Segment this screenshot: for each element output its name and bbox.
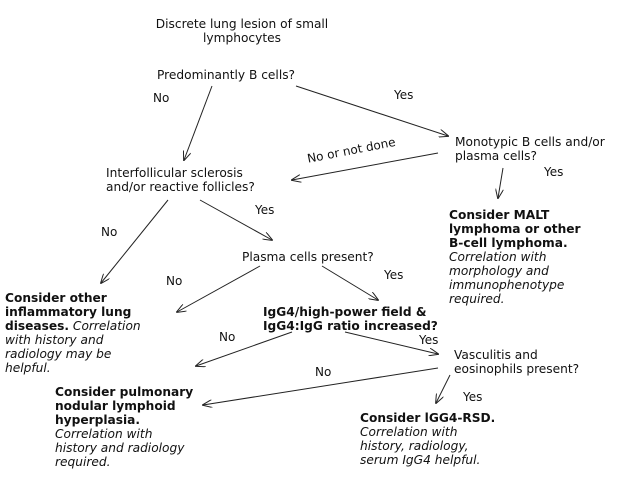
- node-pulmonary-bold-2: nodular lymphoid: [55, 399, 176, 413]
- label-vasculitis-no: No: [315, 365, 332, 379]
- node-other-italic-3: helpful.: [5, 361, 51, 375]
- node-vasculitis-line-1: Vasculitis and: [454, 348, 538, 362]
- arrow-plasma-yes: [321, 265, 378, 300]
- label-monotypic-yes: Yes: [544, 165, 564, 179]
- node-plasma: Plasma cells present?: [242, 250, 374, 264]
- node-other-mixed-bold: diseases.: [5, 319, 70, 333]
- node-rsd-italic-1: Correlation with: [360, 425, 458, 439]
- node-interfollicular-line-1: Interfollicular sclerosis: [106, 166, 243, 180]
- arrow-monotypic-no: [292, 152, 439, 180]
- node-monotypic: Monotypic B cells and/or plasma cells?: [455, 135, 605, 163]
- arrow-vasculitis-yes: [436, 374, 451, 403]
- arrow-vasculitis-no: [203, 367, 439, 405]
- node-start: Discrete lung lesion of small lymphocyte…: [132, 17, 352, 45]
- node-other-mixed-line: diseases. Correlation: [5, 319, 141, 333]
- node-malt-bold-1: Consider MALT: [449, 208, 550, 222]
- label-vasculitis-yes: Yes: [463, 390, 483, 404]
- arrow-igg4-no: [196, 331, 293, 366]
- node-other-mixed-italic: Correlation: [69, 319, 141, 333]
- node-rsd-italic-3: serum IgG4 helpful.: [360, 453, 481, 467]
- node-vasculitis: Vasculitis and eosinophils present?: [454, 348, 579, 376]
- node-malt-italic-1: Correlation with: [449, 250, 547, 264]
- node-malt-italic-2: morphology and: [449, 264, 549, 278]
- node-other-italic-1: with history and: [5, 333, 104, 347]
- arrow-bcells-no: [184, 85, 213, 160]
- node-igg4-line-2: IgG4:IgG ratio increased?: [263, 319, 438, 333]
- node-malt-bold-2: lymphoma or other: [449, 222, 581, 236]
- node-start-line-1: Discrete lung lesion of small: [155, 17, 329, 31]
- node-pulmonary-bold-1: Consider pulmonary: [55, 385, 194, 399]
- label-plasma-yes: Yes: [384, 268, 404, 282]
- arrow-bcells-yes: [295, 85, 448, 136]
- label-interfollicular-no: No: [101, 225, 118, 239]
- arrow-interfollicular-yes: [199, 199, 272, 240]
- node-vasculitis-line-2: eosinophils present?: [454, 362, 580, 376]
- node-pulmonary-italic-1: Correlation with: [55, 427, 153, 441]
- node-other-inflammatory: Consider other inflammatory lung disease…: [5, 291, 141, 375]
- node-start-line-2: lymphocytes: [203, 31, 281, 45]
- node-malt-italic-4: required.: [449, 292, 505, 306]
- label-interfollicular-yes: Yes: [255, 203, 275, 217]
- node-pulmonary-italic-3: required.: [55, 455, 111, 469]
- node-b-cells: Predominantly B cells?: [157, 68, 296, 82]
- node-other-italic-2: radiology may be: [5, 347, 112, 361]
- arrow-monotypic-yes: [498, 167, 504, 198]
- node-monotypic-line-1: Monotypic B cells and/or: [455, 135, 605, 149]
- node-pulmonary-bold-3: hyperplasia.: [55, 413, 141, 427]
- node-igg4-ratio: IgG4/high-power field & IgG4:IgG ratio i…: [263, 305, 438, 333]
- node-malt: Consider MALT lymphoma or other B-cell l…: [449, 208, 581, 306]
- node-rsd-italic-2: history, radiology,: [360, 439, 469, 453]
- node-interfollicular-line-2: and/or reactive follicles?: [106, 180, 255, 194]
- node-interfollicular: Interfollicular sclerosis and/or reactiv…: [106, 166, 255, 194]
- node-pulmonary-italic-2: history and radiology: [55, 441, 185, 455]
- node-pulmonary: Consider pulmonary nodular lymphoid hype…: [55, 385, 193, 469]
- node-igg4-rsd: Consider lGG4-RSD. Correlation with hist…: [360, 411, 495, 467]
- label-plasma-no: No: [166, 274, 183, 288]
- label-igg4-yes: Yes: [419, 333, 439, 347]
- node-rsd-bold-1: Consider lGG4-RSD.: [360, 411, 496, 425]
- arrow-igg4-yes: [344, 331, 438, 354]
- label-bcells-no: No: [153, 91, 170, 105]
- label-bcells-yes: Yes: [394, 88, 414, 102]
- node-malt-italic-3: immunophenotype: [449, 278, 565, 292]
- node-monotypic-line-2: plasma cells?: [455, 149, 537, 163]
- node-igg4-line-1: IgG4/high-power field &: [263, 305, 427, 319]
- node-other-bold-2: inflammatory lung: [5, 305, 132, 319]
- arrow-plasma-no: [177, 265, 261, 312]
- arrow-interfollicular-no: [101, 199, 169, 283]
- node-malt-bold-3: B-cell lymphoma.: [449, 236, 568, 250]
- node-other-bold-1: Consider other: [5, 291, 107, 305]
- label-igg4-no: No: [219, 330, 236, 344]
